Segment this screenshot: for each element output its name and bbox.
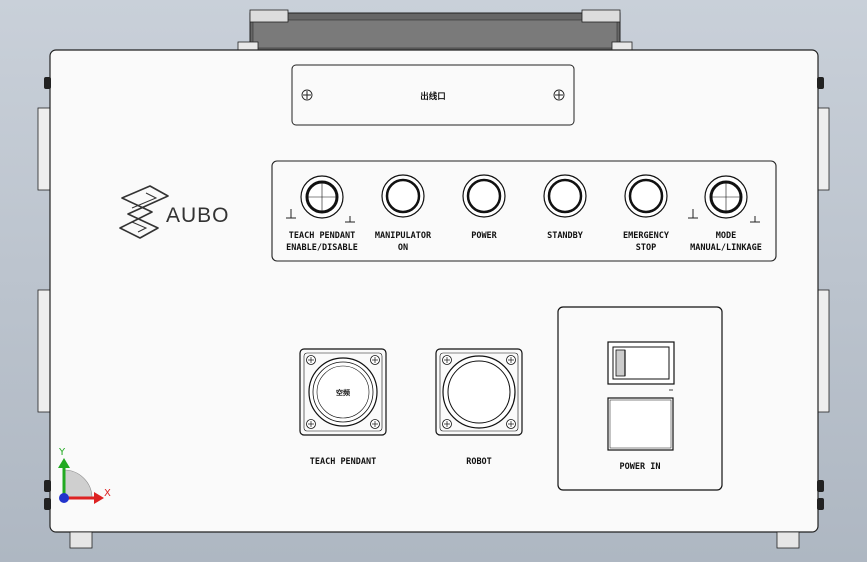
top-handle <box>237 9 633 53</box>
panel-button-emergency-stop[interactable]: EMERGENCY STOP <box>623 174 670 253</box>
aubo-logo: AUBO <box>119 185 230 239</box>
teach-pendant-connector[interactable]: 空频 TEACH PENDANT <box>299 348 387 467</box>
power-inlet-socket[interactable] <box>607 397 674 451</box>
button-label-line1: MODE <box>716 231 736 241</box>
side-bolts <box>44 77 824 510</box>
brand-name: AUBO <box>166 204 230 227</box>
power-switch[interactable] <box>607 341 675 391</box>
button-label-line1: EMERGENCY <box>623 231 670 241</box>
teach-pendant-label: TEACH PENDANT <box>310 457 377 467</box>
button-label-line1: MANIPULATOR <box>375 231 432 241</box>
robot-label: ROBOT <box>466 457 492 467</box>
button-label-line1: POWER <box>471 231 497 241</box>
switch-position-mark-icon <box>688 209 698 219</box>
button-panel: TEACH PENDANT ENABLE/DISABLE MANIPULATOR… <box>271 160 777 262</box>
power-inlet-panel: POWER IN <box>557 306 723 491</box>
button-label-line2: STOP <box>636 243 656 253</box>
panel-button-mode[interactable]: MODE MANUAL/LINKAGE <box>690 175 762 253</box>
button-label-line2: ON <box>398 243 408 253</box>
panel-button-standby[interactable]: STANDBY <box>543 174 587 241</box>
coordinate-axes: Y X <box>58 447 111 504</box>
outlet-screw-left <box>301 89 313 101</box>
power-in-label: POWER IN <box>620 462 661 472</box>
outlet-screw-right <box>553 89 565 101</box>
button-label-line2: ENABLE/DISABLE <box>286 243 358 253</box>
switch-position-mark-icon <box>286 209 296 219</box>
aubo-logo-mark-icon <box>119 185 169 239</box>
panel-button-manipulator-on[interactable]: MANIPULATOR ON <box>375 174 432 253</box>
y-axis-label: Y <box>58 447 66 458</box>
button-label-line2: MANUAL/LINKAGE <box>690 243 762 253</box>
switch-position-mark-icon <box>345 216 355 223</box>
x-axis-label: X <box>104 488 111 499</box>
feet <box>69 531 800 549</box>
switch-position-mark-icon <box>750 216 760 223</box>
robot-connector[interactable]: ROBOT <box>435 348 523 467</box>
panel-button-teach-pendant[interactable]: TEACH PENDANT ENABLE/DISABLE <box>286 175 358 253</box>
panel-button-power[interactable]: POWER <box>462 174 506 241</box>
outlet-label: 出线口 <box>420 91 446 102</box>
button-label-line1: TEACH PENDANT <box>289 231 356 241</box>
connector-inner-label: 空频 <box>336 388 350 397</box>
side-brackets <box>37 107 830 413</box>
button-label-line1: STANDBY <box>547 231 584 241</box>
cable-outlet-plate: 出线口 <box>291 64 575 126</box>
origin-icon <box>59 493 69 503</box>
